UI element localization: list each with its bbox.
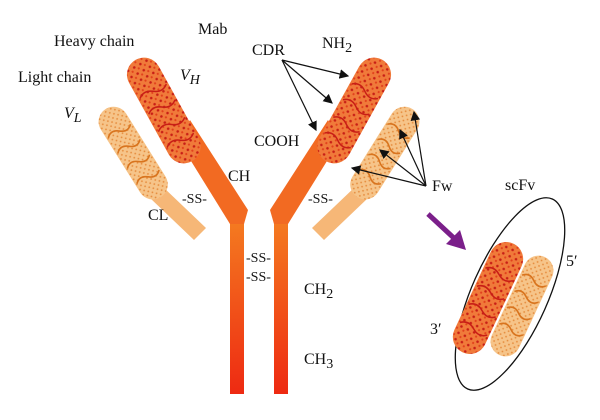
vh-domain-right [317,57,392,164]
label-fw: Fw [432,178,453,195]
label-ch2: CH2 [304,281,333,302]
scfv-vl [490,255,554,357]
scfv-vh [452,242,524,354]
label-heavy-chain: Heavy chain [54,33,134,50]
label-cdr: CDR [252,42,285,59]
left-arm [98,57,248,240]
label-mab: Mab [198,21,227,38]
scfv-linker-loop [454,197,566,391]
label-ss-hinge-1: -SS- [246,251,271,266]
vh-domain-left [126,57,201,164]
label-ss-right: -SS- [308,192,333,207]
vl-domain-left [98,106,168,200]
label-vh: VH [180,67,201,88]
scfv-construct [452,197,566,391]
fw-arrows [350,110,427,187]
label-cl: CL [148,207,168,224]
label-nh2: NH2 [322,35,352,56]
cdr-arrows [281,59,350,132]
label-ss-left: -SS- [182,192,207,207]
label-ss-hinge-2: -SS- [246,270,271,285]
label-ch3: CH3 [304,351,333,372]
light-constant-right [312,186,368,240]
label-cooh: COOH [254,133,300,150]
heavy-chain-stem-right [274,222,288,394]
heavy-chain-stem-left [230,222,244,394]
label-scfv: scFv [505,177,535,194]
light-constant-left [150,186,206,240]
label-light-chain: Light chain [18,69,91,86]
fc-region [230,222,288,394]
label-five-prime: 5′ [566,253,578,270]
label-three-prime: 3′ [430,321,442,338]
label-ch: CH [228,168,251,185]
label-vl: VL [64,105,82,126]
purple-arrow-icon [426,212,466,250]
